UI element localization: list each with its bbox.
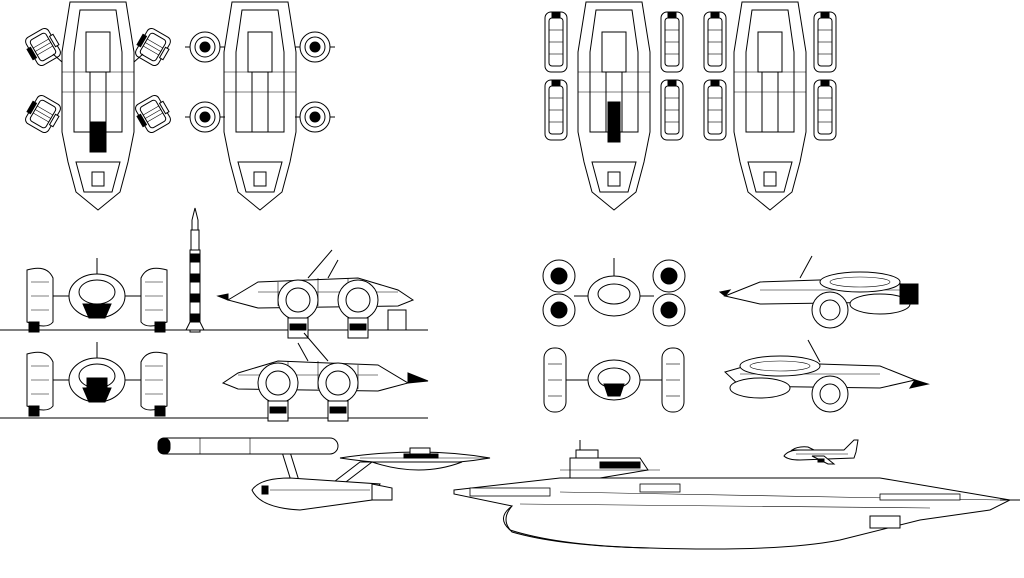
craft-4pod-front-view xyxy=(26,257,168,333)
craft-6pod-front-view xyxy=(542,258,686,327)
craft-6pod-side-view-reverse xyxy=(724,339,930,413)
craft-6pod-side-view xyxy=(718,255,919,329)
craft-6pod-rear-view xyxy=(543,347,685,413)
craft-4pod-side-view-reverse xyxy=(222,332,429,422)
saturn-v-rocket xyxy=(185,207,205,333)
craft-4pod-bottom-view xyxy=(184,1,336,211)
craft-4pod-top-view xyxy=(21,1,175,211)
jumbo-jet-airliner xyxy=(783,439,859,465)
starship-enterprise-side-view xyxy=(157,437,491,511)
carrier-ship-side-view xyxy=(453,440,1020,550)
craft-4pod-rear-view xyxy=(26,341,168,417)
craft-6pod-bottom-view xyxy=(703,1,837,211)
craft-6pod-top-view xyxy=(544,1,684,211)
craft-4pod-side-view xyxy=(216,249,414,339)
